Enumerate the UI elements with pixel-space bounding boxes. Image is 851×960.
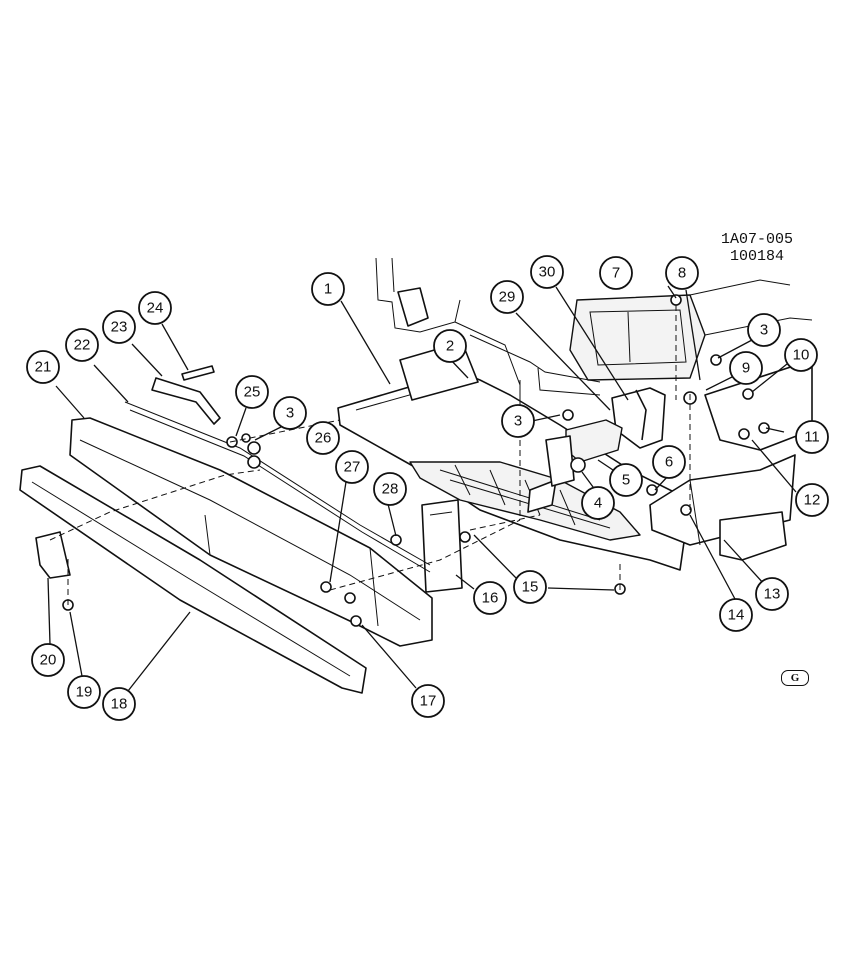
callout-17-label: 17 — [420, 693, 437, 710]
callout-15-label: 15 — [522, 579, 539, 596]
callout-20-label: 20 — [40, 652, 57, 669]
callout-29-label: 29 — [499, 289, 516, 306]
callout-8-label: 8 — [678, 265, 686, 282]
callout-22-label: 22 — [74, 337, 91, 354]
callout-1: 1 — [311, 272, 345, 306]
callout-21: 21 — [26, 350, 60, 384]
callout-11: 11 — [795, 420, 829, 454]
callout-26-label: 26 — [315, 430, 332, 447]
callout-5: 5 — [609, 463, 643, 497]
callout-29: 29 — [490, 280, 524, 314]
callout-19: 19 — [67, 675, 101, 709]
callout-12-label: 12 — [804, 492, 821, 509]
callout-24-label: 24 — [147, 300, 164, 317]
callout-16-label: 16 — [482, 590, 499, 607]
drawing-code: 1A07-005 — [721, 231, 794, 248]
callout-4: 4 — [581, 486, 615, 520]
callout-3-right-label: 3 — [760, 322, 768, 339]
callout-group: 1 2 3 3 3 4 5 6 7 8 9 10 11 12 13 14 15 … — [26, 255, 829, 721]
callout-28-label: 28 — [382, 481, 399, 498]
callout-5-label: 5 — [622, 472, 630, 489]
callout-26: 26 — [306, 421, 340, 455]
callout-19-label: 19 — [76, 684, 93, 701]
callout-3-center: 3 — [501, 404, 535, 438]
callout-30: 30 — [530, 255, 564, 289]
callout-9: 9 — [729, 351, 763, 385]
callout-4-label: 4 — [594, 495, 602, 512]
callout-13-label: 13 — [764, 586, 781, 603]
callout-6-label: 6 — [665, 454, 673, 471]
callout-10: 10 — [784, 338, 818, 372]
callout-25-label: 25 — [244, 384, 261, 401]
callout-12: 12 — [795, 483, 829, 517]
license-bracket — [421, 499, 463, 593]
callout-20: 20 — [31, 643, 65, 677]
fasteners — [62, 294, 770, 627]
impact-bar — [337, 341, 691, 571]
callout-17: 17 — [411, 684, 445, 718]
callout-14: 14 — [719, 598, 753, 632]
callout-24: 24 — [138, 291, 172, 325]
callout-21-label: 21 — [35, 359, 52, 376]
callout-2-label: 2 — [446, 338, 454, 355]
callout-27: 27 — [335, 450, 369, 484]
callout-2: 2 — [433, 329, 467, 363]
callout-7-label: 7 — [612, 265, 620, 282]
callout-15: 15 — [513, 570, 547, 604]
callout-16: 16 — [473, 581, 507, 615]
callout-3-left: 3 — [273, 396, 307, 430]
callout-3-right: 3 — [747, 313, 781, 347]
callout-30-label: 30 — [539, 264, 556, 281]
callout-18: 18 — [102, 687, 136, 721]
callout-23: 23 — [102, 310, 136, 344]
callout-22: 22 — [65, 328, 99, 362]
callout-28: 28 — [373, 472, 407, 506]
callout-13: 13 — [755, 577, 789, 611]
bumper-bracket — [545, 387, 666, 487]
callout-9-label: 9 — [742, 360, 750, 377]
callout-23-label: 23 — [111, 319, 128, 336]
callout-1-label: 1 — [324, 281, 332, 298]
callout-3-left-label: 3 — [286, 405, 294, 422]
callout-3-center-label: 3 — [514, 413, 522, 430]
callout-14-label: 14 — [728, 607, 745, 624]
callout-11-label: 11 — [804, 429, 820, 446]
end-cap — [35, 531, 71, 579]
manufacturer-logo: G — [781, 670, 809, 686]
bumper-face-bar — [69, 417, 433, 647]
callout-10-label: 10 — [793, 347, 810, 364]
stone-shield-bracket — [151, 365, 221, 425]
callout-18-label: 18 — [111, 696, 128, 713]
vehicle-body-outline — [375, 257, 813, 451]
callout-8: 8 — [665, 256, 699, 290]
callout-25: 25 — [235, 375, 269, 409]
callout-6: 6 — [652, 445, 686, 479]
right-bumper-end — [649, 454, 796, 561]
drawing-date: 100184 — [730, 248, 785, 265]
callout-27-label: 27 — [344, 459, 361, 476]
callout-7: 7 — [599, 256, 633, 290]
rub-strip — [19, 465, 367, 694]
